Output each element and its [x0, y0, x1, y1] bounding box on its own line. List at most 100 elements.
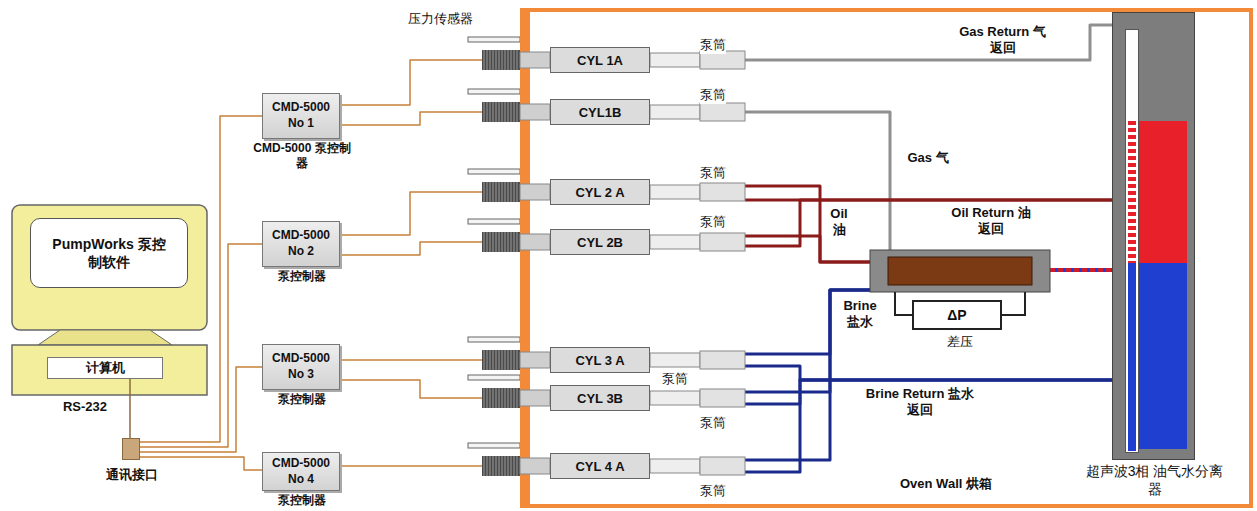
thread-stroke [493, 50, 494, 70]
thread-stroke [502, 456, 503, 476]
line-label: Gas 气 [898, 150, 958, 166]
cylinder-label: CYL 4 A [550, 453, 650, 479]
thread-stroke [484, 388, 485, 408]
connector [340, 359, 482, 361]
controller-name: CMD-5000 No 4 [269, 456, 333, 487]
monitor-neck [38, 330, 172, 345]
pressure-sensor [468, 89, 520, 94]
comm-interface: 通讯接口 [122, 438, 140, 460]
connector [1050, 268, 1112, 272]
thread-stroke [514, 182, 515, 202]
thread-stroke [484, 232, 485, 252]
piston-rod [650, 185, 700, 199]
computer-base [12, 345, 207, 395]
cylinder-callout: 泵筒 [700, 482, 726, 500]
cylinder-label: CYL 3 A [550, 347, 650, 373]
pressure-sensor [468, 169, 520, 174]
cylinder-callout: 泵筒 [700, 86, 726, 104]
cylinder-neck [520, 184, 550, 200]
cylinder-head [700, 233, 745, 251]
thread-block [482, 456, 520, 476]
thread-stroke [493, 182, 494, 202]
thread-stroke [511, 388, 512, 408]
pressure-sensor [468, 37, 520, 42]
connector [745, 236, 870, 262]
thread-stroke [511, 350, 512, 370]
thread-stroke [517, 102, 518, 122]
thread-stroke [487, 50, 488, 70]
thread-block [482, 50, 520, 70]
thread-stroke [508, 232, 509, 252]
thread-stroke [517, 388, 518, 408]
thread-stroke [490, 388, 491, 408]
thread-stroke [490, 350, 491, 370]
thread-stroke [505, 388, 506, 408]
dp-tap-left [895, 292, 912, 315]
pressure-sensor [468, 375, 520, 380]
thread-stroke [511, 182, 512, 202]
thread-stroke [517, 50, 518, 70]
connector [340, 60, 482, 105]
pump-cylinder: CYL 3 A [482, 347, 745, 373]
thread-stroke [508, 50, 509, 70]
pressure-sensor [468, 337, 520, 342]
tube-water-column [1128, 263, 1136, 451]
thread-stroke [493, 456, 494, 476]
thread-stroke [487, 388, 488, 408]
controller-caption: 泵控制器 [253, 269, 351, 284]
thread-stroke [484, 102, 485, 122]
tube-oil-column [1128, 121, 1136, 263]
controller-name: CMD-5000 No 3 [269, 351, 333, 382]
thread-block [482, 232, 520, 252]
software-screen: PumpWorks 泵控制软件 [30, 218, 188, 288]
controller-name: CMD-5000 No 2 [269, 228, 333, 259]
thread-stroke [514, 388, 515, 408]
piston-rod [650, 235, 700, 249]
pump-controller: CMD-5000 No 3泵控制器 [262, 344, 340, 390]
thread-stroke [496, 456, 497, 476]
thread-stroke [490, 456, 491, 476]
connector [129, 379, 131, 438]
thread-stroke [505, 50, 506, 70]
pump-cylinder: CYL 3B [482, 385, 745, 411]
thread-stroke [511, 50, 512, 70]
thread-stroke [484, 182, 485, 202]
thread-stroke [502, 50, 503, 70]
monitor-housing [12, 205, 207, 330]
connector [340, 242, 482, 255]
computer-label-box: 计算机 [47, 357, 163, 379]
cylinder-head [700, 103, 745, 121]
cylinder-neck [520, 352, 550, 368]
oven-wall: Oven Wall 烘箱CYL 1ACYL1BCYL 2 ACYL 2BCYL … [520, 8, 1253, 508]
thread-stroke [505, 102, 506, 122]
thread-stroke [508, 350, 509, 370]
connector [745, 366, 1112, 380]
thread-stroke [517, 456, 518, 476]
thread-stroke [496, 232, 497, 252]
core-holder-dp-cell: ΔP差压 [870, 250, 1050, 332]
connector [745, 25, 1112, 60]
thread-stroke [487, 232, 488, 252]
thread-stroke [502, 182, 503, 202]
thread-stroke [505, 232, 506, 252]
line-label: Brine Return 盐水返回 [865, 386, 975, 419]
thread-stroke [511, 102, 512, 122]
thread-stroke [517, 232, 518, 252]
connector [340, 112, 482, 125]
core-sample [888, 257, 1032, 285]
controller-caption: CMD-5000 泵控制器 [253, 141, 351, 171]
controller-name: CMD-5000 No 1 [269, 100, 333, 131]
thread-stroke [487, 102, 488, 122]
thread-stroke [514, 350, 515, 370]
thread-stroke [505, 182, 506, 202]
cylinder-callout: 泵筒 [700, 213, 726, 231]
cylinder-neck [520, 458, 550, 474]
thread-stroke [514, 232, 515, 252]
thread-stroke [517, 182, 518, 202]
node-text: 计算机 [86, 359, 125, 377]
thread-stroke [496, 102, 497, 122]
three-phase-separator: 超声波3相 油气水分离器 [1112, 12, 1195, 460]
thread-stroke [496, 350, 497, 370]
